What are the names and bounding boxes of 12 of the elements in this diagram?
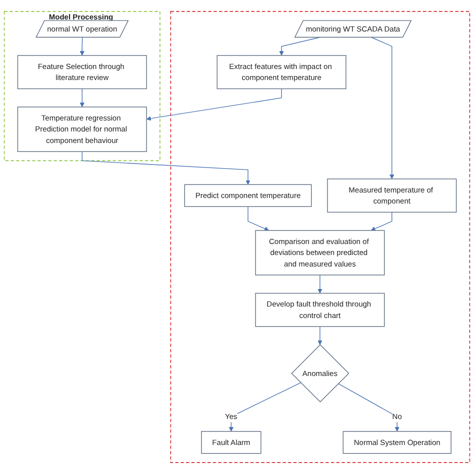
arrow [338, 383, 400, 432]
arrow [228, 382, 302, 432]
arrow [318, 326, 322, 345]
cluster [170, 11, 470, 463]
arrow [82, 151, 250, 185]
arrow [80, 88, 84, 108]
arrow [248, 206, 270, 231]
arrow [146, 88, 282, 121]
arrow [370, 212, 392, 231]
arrow [318, 274, 322, 294]
arrow [371, 37, 394, 180]
arrow [80, 37, 84, 56]
